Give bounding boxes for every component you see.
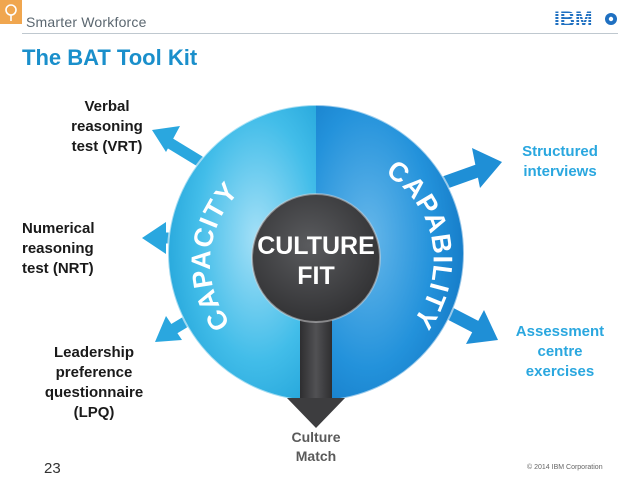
label-lpq-line1: Leadership bbox=[53, 344, 135, 361]
label-assessment-line2: centre bbox=[537, 343, 583, 360]
capacity-half bbox=[168, 105, 316, 401]
label-vrt-line1: Verbal bbox=[84, 98, 130, 115]
label-lpq-line2: preference bbox=[55, 364, 133, 381]
label-nrt-line2: reasoning bbox=[22, 240, 94, 257]
page-number: 23 bbox=[44, 460, 61, 477]
ibm-logo: IBM bbox=[554, 8, 617, 30]
label-nrt-line3: test (NRT) bbox=[22, 260, 94, 277]
label-vrt-line3: test (VRT) bbox=[71, 138, 143, 155]
label-lpq: Leadership preference questionnaire (LPQ… bbox=[30, 343, 158, 423]
capability-half bbox=[316, 105, 464, 401]
header: Smarter Workforce IBM bbox=[0, 0, 638, 34]
label-assessment-line1: Assessment bbox=[515, 323, 605, 340]
label-structured-line2: interviews bbox=[523, 163, 597, 180]
header-divider bbox=[22, 33, 618, 34]
label-structured-interviews: Structured interviews bbox=[505, 142, 615, 182]
center-line1: CULTURE bbox=[257, 232, 375, 260]
culture-fit-center bbox=[252, 194, 380, 322]
label-structured-line1: Structured bbox=[522, 143, 598, 160]
label-culture-match: Culture Match bbox=[276, 428, 356, 466]
label-assessment-centre: Assessment centre exercises bbox=[503, 322, 617, 382]
label-nrt: Numerical reasoning test (NRT) bbox=[22, 219, 122, 279]
label-vrt: Verbal reasoning test (VRT) bbox=[52, 97, 162, 157]
label-assessment-line3: exercises bbox=[525, 363, 595, 380]
brand-name: Smarter Workforce bbox=[26, 14, 147, 30]
label-lpq-line3: questionnaire bbox=[44, 384, 144, 401]
copyright: © 2014 IBM Corporation bbox=[527, 464, 603, 471]
page-title: The BAT Tool Kit bbox=[22, 45, 198, 70]
center-line2: FIT bbox=[297, 262, 335, 290]
label-culture-match-line1: Culture bbox=[291, 429, 341, 445]
smarter-workforce-logo-icon bbox=[0, 0, 22, 24]
label-lpq-line4: (LPQ) bbox=[73, 404, 115, 421]
ibm-logo-text: IBM bbox=[554, 8, 593, 30]
label-culture-match-line2: Match bbox=[295, 448, 337, 464]
label-nrt-line1: Numerical bbox=[22, 220, 95, 237]
label-vrt-line2: reasoning bbox=[71, 118, 143, 135]
